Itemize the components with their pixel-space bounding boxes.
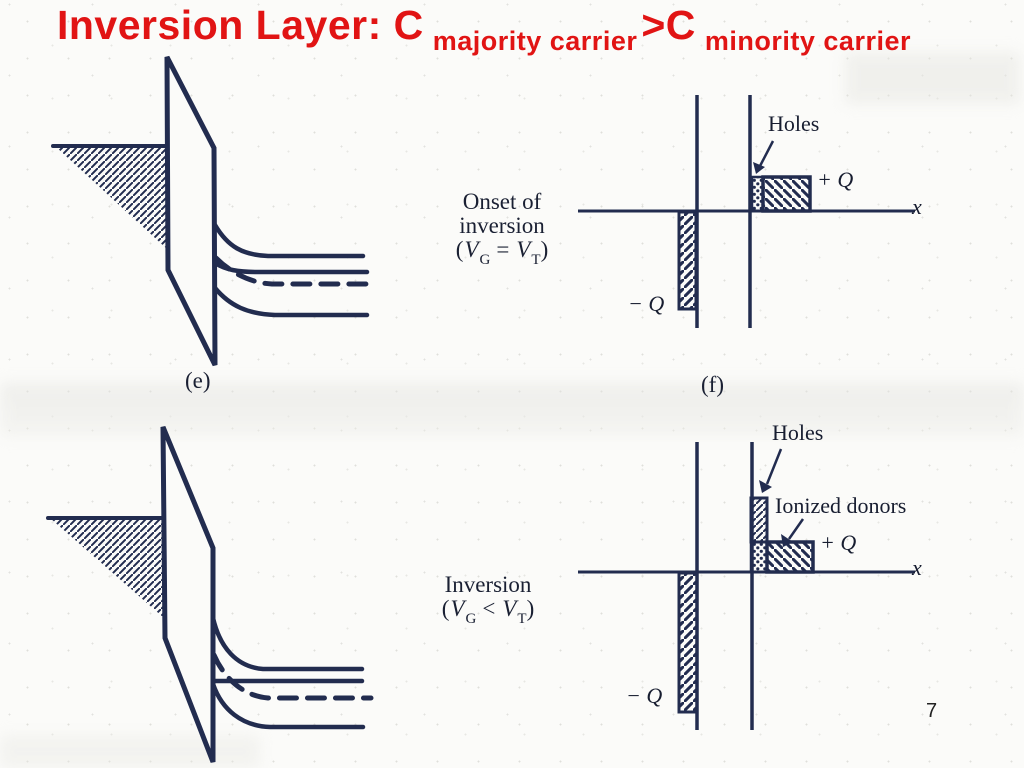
- condition-line1: Onset of: [462, 189, 542, 214]
- holes-spike: [749, 496, 769, 544]
- minus-q-block: [677, 571, 699, 714]
- relation-operator: =: [496, 237, 510, 263]
- v-symbol: V: [450, 596, 465, 622]
- v-symbol: V: [464, 237, 479, 263]
- paren-close: ): [540, 237, 549, 263]
- v-subscript-t: T: [531, 252, 541, 269]
- holes-sliver: [749, 540, 769, 574]
- x-axis-label: x: [912, 194, 922, 219]
- x-axis-label: x: [912, 555, 922, 580]
- condition-line2: inversion: [459, 213, 545, 239]
- v-subscript-g: G: [479, 252, 491, 269]
- onset-condition-text: Onset of inversion (VG=VT): [427, 189, 577, 268]
- minus-q-label: − Q: [626, 683, 663, 708]
- paren-close: ): [526, 596, 535, 622]
- plus-q-block: [761, 175, 812, 213]
- relation-operator: <: [482, 596, 496, 622]
- charge-diagram-inversion: [578, 442, 915, 730]
- paren-open: (: [455, 237, 464, 263]
- condition-line1: Inversion: [444, 572, 532, 597]
- title-subscript-minority: minority carrier: [704, 26, 911, 56]
- holes-label: Holes: [768, 111, 820, 136]
- plus-q-label: + Q: [817, 167, 854, 192]
- inversion-condition-text: Inversion (VG<VT): [408, 572, 568, 627]
- slide-title: Inversion Layer: C majority carrier>C mino…: [57, 2, 915, 56]
- charge-diagram-onset: [578, 95, 915, 328]
- subfigure-label-f: (f): [701, 372, 724, 397]
- title-gt-c: >C: [641, 2, 696, 48]
- band-diagram-onset: [51, 55, 374, 367]
- subfigure-label-e: (e): [185, 368, 211, 393]
- holes-arrow: [753, 140, 775, 174]
- v-subscript-t: T: [517, 611, 527, 628]
- holes-arrow: [759, 448, 783, 493]
- v-subscript-g: G: [465, 611, 477, 628]
- plus-q-label: + Q: [820, 530, 857, 555]
- band-diagram-inversion: [46, 426, 374, 763]
- title-subscript-majority: majority carrier: [432, 26, 638, 56]
- title-main: Inversion Layer: C: [57, 2, 424, 48]
- holes-label: Holes: [772, 420, 824, 445]
- v-symbol: V: [516, 237, 531, 263]
- page-number: 7: [926, 700, 938, 722]
- ionized-donors-label: Ionized donors: [775, 493, 907, 518]
- ionized-donors-block: [765, 540, 815, 574]
- paren-open: (: [441, 596, 450, 622]
- condition-formula: (VG=VT): [427, 237, 577, 268]
- condition-formula: (VG<VT): [408, 596, 568, 627]
- minus-q-block: [677, 210, 698, 311]
- ionized-donors-arrow: [781, 518, 805, 547]
- minus-q-label: − Q: [628, 291, 665, 316]
- v-symbol: V: [502, 596, 517, 622]
